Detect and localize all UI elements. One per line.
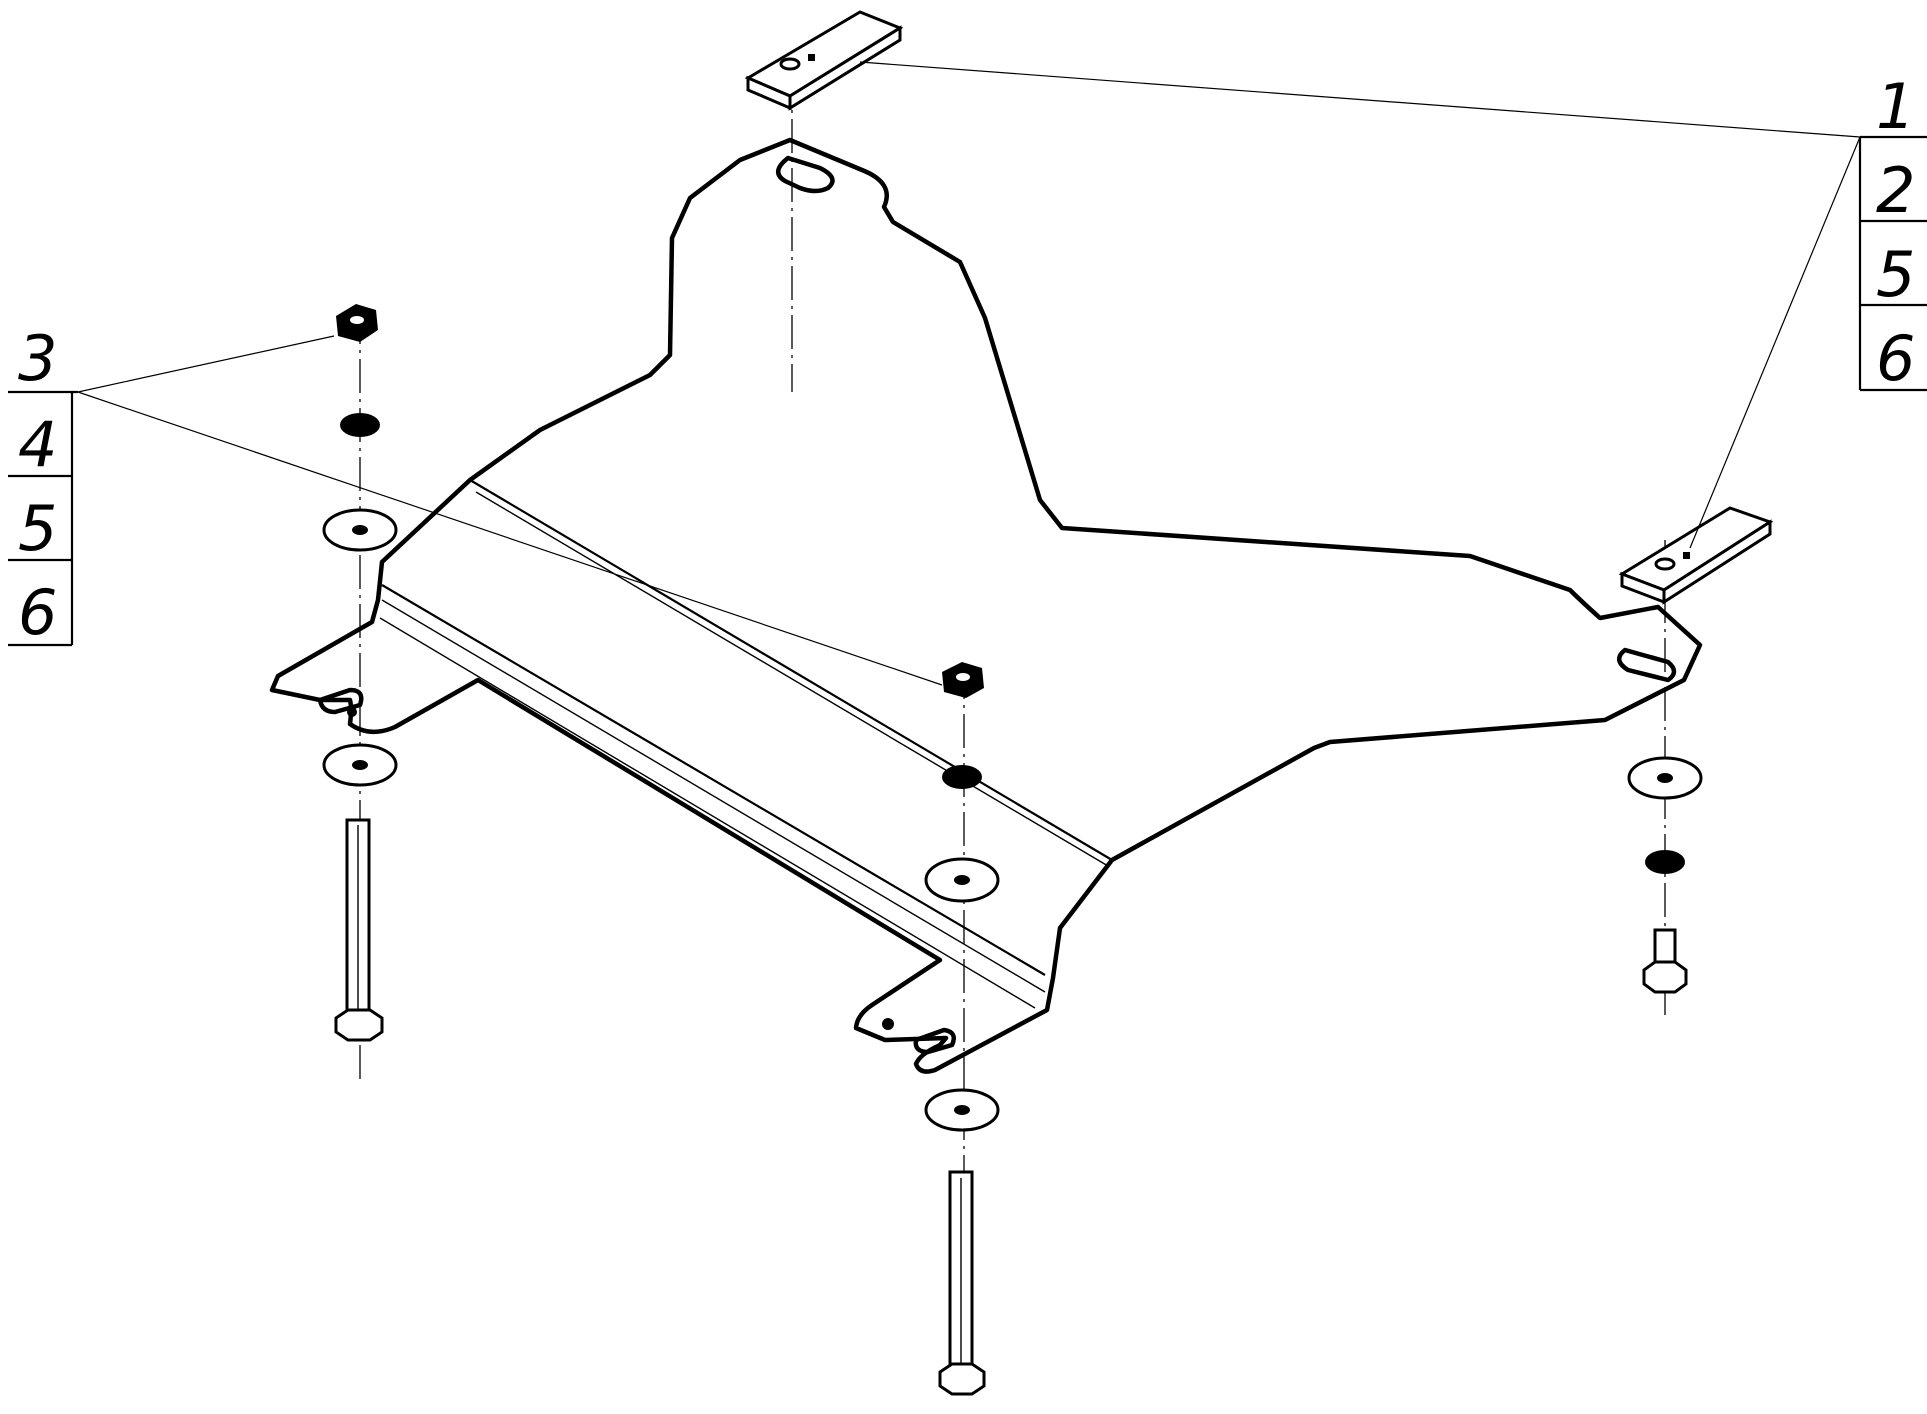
- callout-label-right-2: 2: [1876, 154, 1915, 227]
- bend-line-1: [381, 584, 1046, 976]
- lower-tab-slot: [913, 1027, 956, 1055]
- slot-right: [1617, 647, 1677, 683]
- lower-tab-hole: [882, 1018, 894, 1030]
- bolt-center: [938, 1170, 986, 1396]
- flat-washer-right: [1627, 756, 1703, 800]
- assembly-axes: [359, 70, 1666, 1400]
- bend-line-diagonal-a: [469, 479, 1113, 861]
- callout-block-left: 3 4 5 6: [8, 322, 78, 649]
- bend-line-diagonal-b: [475, 491, 1109, 867]
- center-hardware-stack: [924, 662, 1000, 1396]
- flat-washer-center-lower: [924, 1088, 1000, 1132]
- callout-block-right: 1 2 5 6: [1858, 70, 1927, 395]
- callout-label-right-4: 6: [1876, 322, 1915, 395]
- lock-washer-center: [942, 765, 982, 789]
- left-tab-hole: [347, 707, 357, 717]
- slot-top: [776, 155, 835, 194]
- bolt-right: [1642, 928, 1688, 994]
- bend-line-2: [381, 599, 1046, 993]
- callout-label-right-3: 5: [1876, 238, 1915, 311]
- callout-label-left-2: 4: [18, 408, 57, 481]
- leader-lines: [77, 61, 1861, 686]
- flat-washer-center-upper: [924, 857, 1000, 903]
- left-hardware-stack: [322, 304, 398, 1042]
- nut-left: [336, 304, 378, 342]
- lock-washer-left: [340, 413, 380, 437]
- bracket-plate-top: [744, 10, 904, 111]
- right-hardware-stack: [1627, 756, 1703, 994]
- bend-line-3: [379, 617, 1036, 1009]
- nut-center: [942, 662, 984, 698]
- flat-washer-left-upper: [322, 508, 398, 552]
- bolt-left: [334, 818, 384, 1042]
- callout-label-right-1: 1: [1876, 70, 1915, 143]
- skid-plate-outline: [269, 137, 1703, 1074]
- flat-washer-left-lower: [322, 743, 398, 787]
- bracket-plate-right: [1618, 506, 1774, 605]
- skid-plate: [269, 137, 1703, 1074]
- callout-label-left-4: 6: [18, 576, 57, 649]
- lock-washer-right: [1645, 850, 1685, 874]
- callout-label-left-3: 5: [18, 492, 57, 565]
- callout-label-left-1: 3: [18, 322, 57, 395]
